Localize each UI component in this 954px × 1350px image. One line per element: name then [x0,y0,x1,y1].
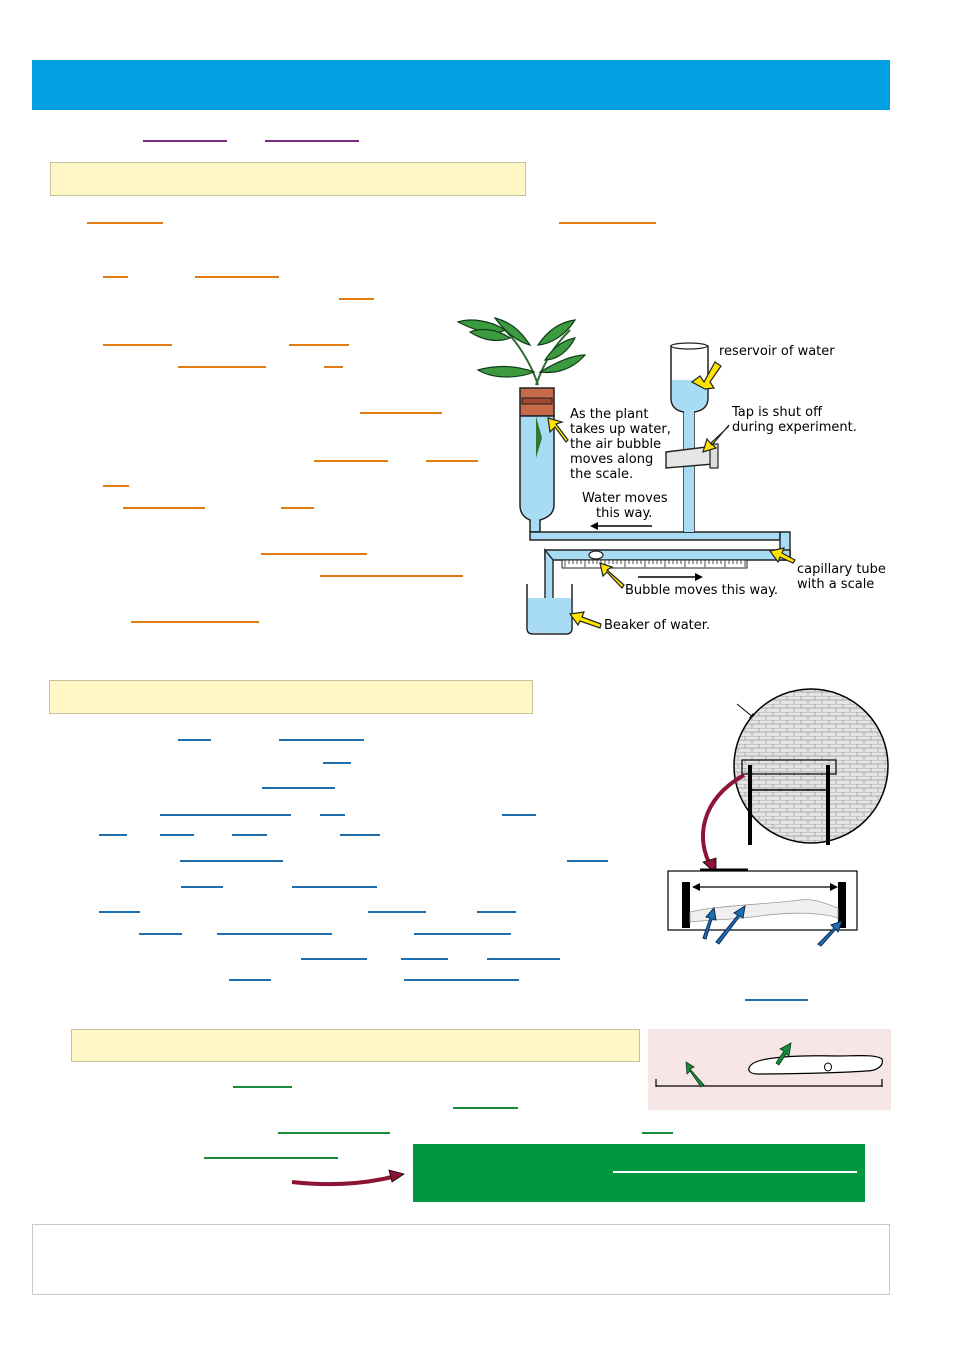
blank-s1-2[interactable] [559,222,656,224]
blank-s1-15[interactable] [281,507,314,509]
blank-s1-6[interactable] [103,344,172,346]
blank-s2-2[interactable] [279,739,364,741]
blank-s2-23[interactable] [401,958,448,960]
blank-s3-2[interactable] [453,1107,518,1109]
blank-s2-7[interactable] [502,814,536,816]
blank-s2-27[interactable] [745,999,808,1001]
blank-s1-16[interactable] [261,553,367,555]
blank-s2-20[interactable] [217,933,332,935]
potometer-diagram [456,316,796,635]
blank-s3-1[interactable] [233,1086,292,1088]
xylem-vessel [689,899,839,923]
label-beaker: Beaker of water. [604,618,711,633]
label-tap-1: Tap is shut off [732,405,823,420]
blank-s1-9[interactable] [324,366,343,368]
air-bubble [588,550,604,560]
yellow-arrow-plant [547,417,569,443]
blank-s1-3[interactable] [103,276,128,278]
blank-s3-5[interactable] [204,1157,338,1159]
section-heading-xylem [49,680,533,714]
blank-s1-18[interactable] [131,621,259,623]
blank-s1-5[interactable] [339,298,374,300]
leaf-illustration-box [648,1029,891,1110]
blank-s2-26[interactable] [404,979,519,981]
capillary-tube [544,549,791,561]
yellow-arrow-capillary [768,547,796,564]
blank-s2-12[interactable] [180,860,283,862]
blank-s1-17[interactable] [320,575,463,577]
blank-s2-22[interactable] [301,958,367,960]
section-heading-potometer [50,162,526,196]
blank-s2-18[interactable] [477,911,516,913]
label-plant-3: the air bubble [570,437,662,452]
xylem-micrograph-diagram [667,688,889,947]
answer-box [413,1144,865,1202]
blank-s1-13[interactable] [103,485,129,487]
blank-s1-11[interactable] [314,460,388,462]
blank-s2-8[interactable] [99,834,127,836]
blank-s1-7[interactable] [289,344,349,346]
label-plant-1: As the plant [570,407,649,422]
yellow-arrow-beaker [568,611,602,629]
blank-s1-14[interactable] [123,507,205,509]
blank-s2-14[interactable] [181,886,223,888]
blank-s2-9[interactable] [160,834,194,836]
label-reservoir: reservoir of water [719,344,835,359]
blank-s2-17[interactable] [368,911,426,913]
blank-s2-4[interactable] [262,787,335,789]
answer-arrow [291,1169,405,1187]
blank-s2-25[interactable] [229,979,271,981]
blank-s2-11[interactable] [340,834,380,836]
blank-s1-8[interactable] [178,366,266,368]
leaf-shape [748,1055,883,1075]
label-capillary-1: capillary tube [797,562,886,577]
blank-s2-3[interactable] [323,762,351,764]
beaker [526,584,573,635]
plant-leaves [456,316,587,386]
scale [561,559,748,569]
yellow-arrow-bubble [599,562,625,589]
blank-s2-24[interactable] [487,958,560,960]
blank-s2-21[interactable] [414,933,511,935]
blank-s2-10[interactable] [232,834,267,836]
blank-s2-19[interactable] [139,933,182,935]
zoom-arrow [700,773,745,870]
label-plant-4: moves along [570,452,654,467]
answer-blank[interactable] [613,1171,857,1173]
blank-s2-1[interactable] [178,739,211,741]
label-plant-5: the scale. [570,467,634,482]
label-water-moves-2: this way. [596,506,653,521]
label-plant-2: takes up water, [570,422,671,437]
blank-s1-4[interactable] [195,276,279,278]
blank-s1-12[interactable] [426,460,478,462]
blank-intro-1[interactable] [143,140,227,142]
blank-s1-1[interactable] [87,222,163,224]
blank-s1-10[interactable] [360,412,442,414]
blank-s3-3[interactable] [278,1132,390,1134]
section-heading-transpiration [71,1029,640,1062]
label-water-moves-1: Water moves [582,491,668,506]
blank-intro-2[interactable] [265,140,359,142]
blank-s2-5[interactable] [160,814,291,816]
blank-s2-15[interactable] [292,886,377,888]
micrograph-circle [733,688,889,844]
notes-box[interactable] [32,1224,890,1295]
title-banner [32,60,890,110]
yellow-arrow-reservoir [690,361,722,390]
yellow-arrow-tap [702,424,730,453]
blank-s3-4[interactable] [642,1132,673,1134]
blank-s2-16[interactable] [99,911,140,913]
label-capillary-2: with a scale [797,577,875,592]
blank-s2-13[interactable] [567,860,608,862]
label-tap-2: during experiment. [732,420,857,435]
label-bubble-moves: Bubble moves this way. [625,583,779,598]
blank-s2-6[interactable] [320,814,345,816]
